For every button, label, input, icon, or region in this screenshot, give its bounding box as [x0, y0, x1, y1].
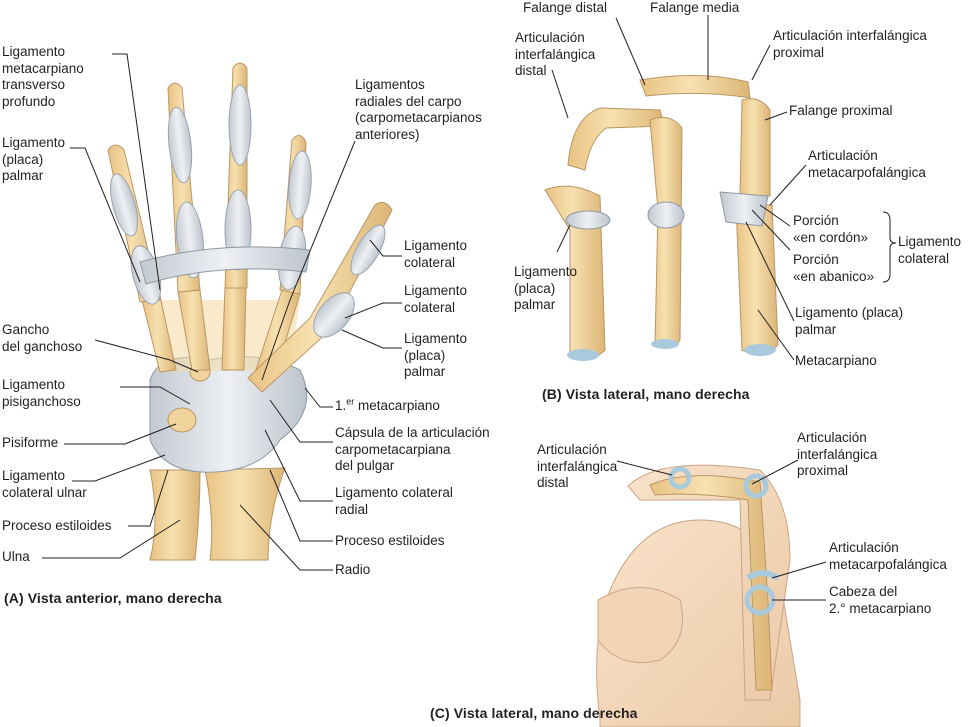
c-dip-joint	[668, 466, 692, 490]
label-ligamentos-radiales-carpo: Ligamentos radiales del carpo (carpometa…	[355, 77, 482, 142]
label-gancho-del-ganchoso: Gancho del ganchoso	[2, 322, 83, 354]
label-radio: Radio	[335, 562, 371, 577]
label-c-art-metacarpofalangica: Articulación metacarpofalángica	[829, 540, 947, 572]
b-falange-proximal	[739, 98, 771, 197]
c-pip-joint	[743, 473, 769, 499]
transverse-metacarpal-ligament	[139, 246, 311, 285]
metacarpal-3	[221, 287, 247, 371]
metacarpiano-word: metacarpiano	[358, 398, 440, 413]
ulna-bone	[149, 469, 201, 561]
caption-panel-a: (A) Vista anterior, mano derecha	[4, 590, 222, 606]
label-pisiforme: Pisiforme	[2, 435, 59, 450]
caption-c-text: Vista lateral, mano derecha	[453, 705, 638, 721]
caption-panel-b: (B) Vista lateral, mano derecha	[542, 386, 750, 402]
leader-lines	[42, 15, 897, 601]
label-b-art-interfalangica-proximal: Articulación interfalángica proximal	[773, 28, 927, 60]
b-middle-joint-lig	[647, 201, 685, 229]
label-falange-proximal: Falange proximal	[789, 103, 893, 118]
b-falange-media	[639, 74, 751, 99]
b-colateral-fan	[719, 191, 769, 227]
thumb	[247, 201, 393, 393]
label-ligamento-palmar-b-right: Ligamento (placa) palmar	[795, 305, 904, 337]
label-ligamento-colateral-radial: Ligamento colateral radial	[335, 485, 453, 517]
c-thumb-skin	[597, 587, 683, 663]
ordinal-number: 1.	[335, 398, 347, 413]
caption-a-text: Vista anterior, mano derecha	[27, 590, 222, 606]
label-capsula-carpometacarpiana: Cápsula de la articulación carpometacarp…	[335, 425, 490, 473]
label-ligamento-colateral-a1: Ligamento colateral	[404, 238, 468, 270]
label-b-art-metacarpofalangica: Articulación metacarpofalángica	[808, 148, 926, 180]
panel-a-hand	[107, 62, 393, 561]
label-ligamento-colateral-a2: Ligamento colateral	[404, 283, 468, 315]
label-b-art-interfalangica-distal: Articulación interfalángica distal	[515, 30, 596, 78]
label-falange-media: Falange media	[650, 0, 740, 15]
label-primer-metacarpiano: 1.er metacarpiano	[335, 396, 440, 415]
label-c-art-interfalangica-distal: Articulación interfalángica distal	[537, 442, 618, 490]
label-metacarpiano-b: Metacarpiano	[795, 353, 877, 368]
label-ligamento-metacarpiano-transverso: Ligamento metacarpiano transverso profun…	[2, 44, 84, 109]
label-ligamento-colateral-b: Ligamento colateral	[898, 234, 962, 266]
label-ligamento-palmar-a-right: Ligamento (placa) palmar	[404, 331, 468, 379]
pisiform-bone	[167, 407, 197, 433]
ordinal-sup: er	[346, 396, 355, 407]
b-palmar-plate-left	[565, 210, 611, 230]
caption-a-prefix: (A)	[4, 590, 24, 606]
finger-5	[107, 144, 162, 305]
b-distal-curl	[567, 107, 665, 171]
label-falange-distal: Falange distal	[523, 0, 608, 15]
caption-c-prefix: (C)	[430, 705, 450, 721]
caption-panel-c: (C) Vista lateral, mano derecha	[430, 705, 638, 721]
label-proceso-estiloides-ulna: Proceso estiloides	[2, 518, 112, 533]
label-c-art-interfalangica-proximal: Articulación interfalángica proximal	[797, 430, 878, 478]
b-cart-2	[651, 339, 679, 349]
label-porcion-abanico: Porción «en abanico»	[793, 252, 875, 284]
panel-b-bones	[544, 74, 779, 361]
radius-bone	[204, 467, 286, 561]
label-ligamento-palmar-b-left: Ligamento (placa) palmar	[514, 264, 578, 312]
b-middle-column	[649, 116, 683, 349]
b-cart-1	[567, 349, 599, 361]
panel-c-hand	[596, 464, 801, 727]
label-ligamento-colateral-ulnar: Ligamento colateral ulnar	[2, 468, 87, 500]
caption-b-text: Vista lateral, mano derecha	[565, 386, 750, 402]
label-ulna: Ulna	[2, 549, 30, 564]
label-ligamento-pisiganchoso: Ligamento pisiganchoso	[2, 377, 81, 409]
b-metacarpiano	[735, 204, 779, 355]
label-proceso-estiloides-radio: Proceso estiloides	[335, 533, 445, 548]
caption-b-prefix: (B)	[542, 386, 562, 402]
label-ligamento-palmar-a: Ligamento (placa) palmar	[2, 135, 66, 183]
b-cart-3	[744, 344, 776, 356]
label-cabeza-metacarpiano: Cabeza del 2.° metacarpiano	[829, 584, 932, 616]
label-porcion-cordon: Porción «en cordón»	[793, 213, 869, 245]
